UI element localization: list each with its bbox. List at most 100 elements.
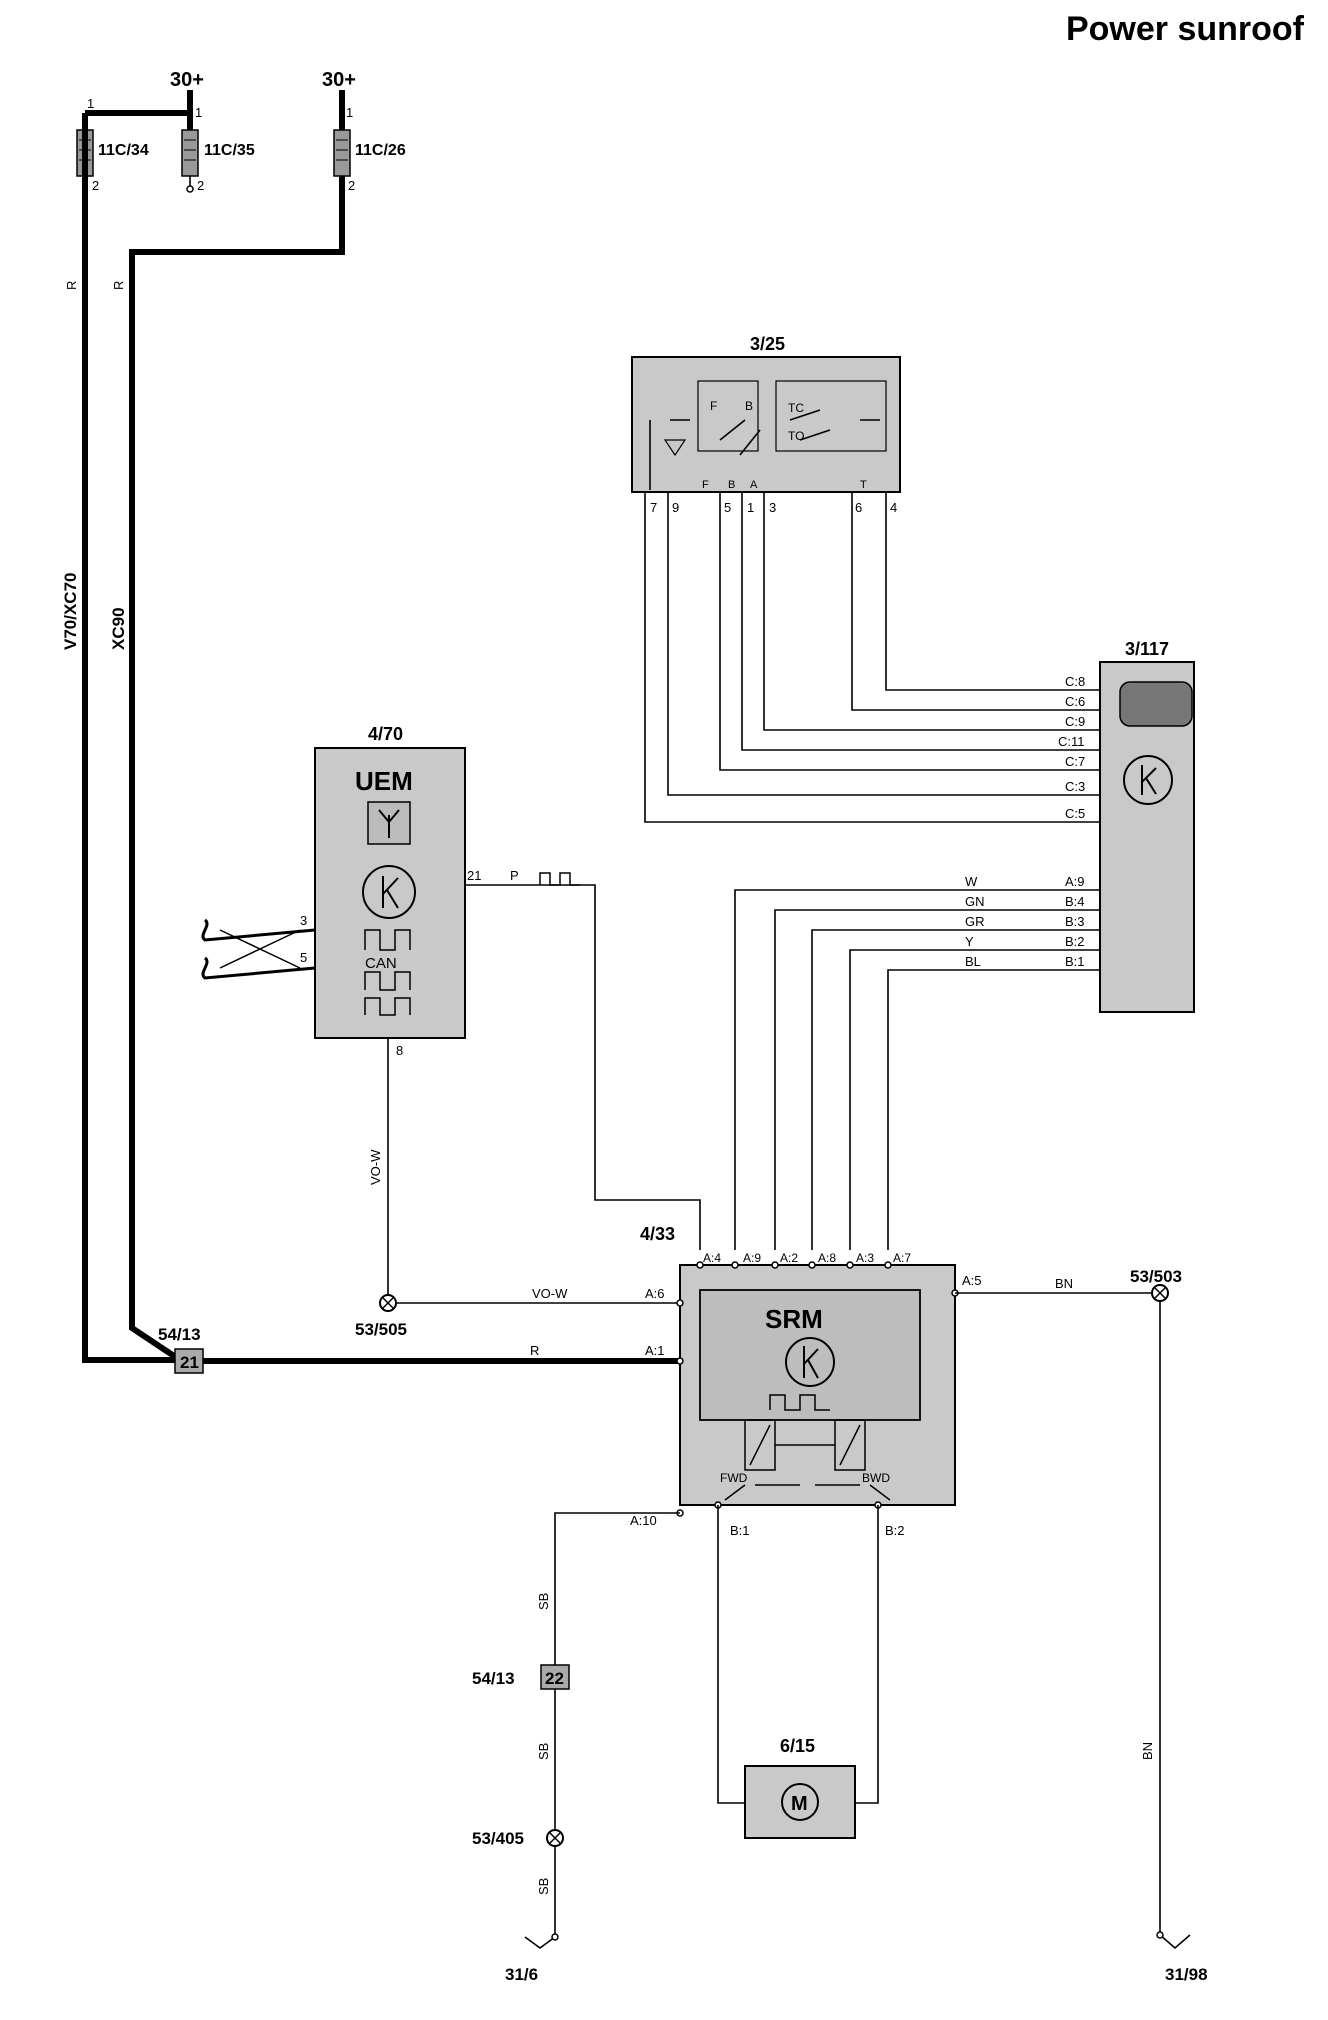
srm-pin: A:4 <box>703 1251 721 1265</box>
switch-3-25: 3/25 F B TC TO F B A T <box>631 334 901 493</box>
switch-terminal: B <box>728 479 735 491</box>
fuse-pin-bottom: 2 <box>348 178 355 193</box>
cem-pin: C:11 <box>1058 734 1085 749</box>
wire-switch-pin1-c11 <box>741 492 1100 751</box>
wire-switch-pin4-c8 <box>885 492 1100 691</box>
switch-terminal: F <box>702 479 709 491</box>
switch-inner-label: B <box>745 399 753 413</box>
uem-pin: 3 <box>300 913 307 928</box>
splice-label: 53/405 <box>472 1829 524 1848</box>
connector-label: 54/13 <box>472 1669 515 1688</box>
wire-color-label: VO-W <box>368 1149 383 1185</box>
uem-pin: 21 <box>467 868 481 883</box>
switch-pin: 9 <box>672 500 679 515</box>
srm-name: SRM <box>765 1304 823 1334</box>
srm-pin: A:6 <box>645 1286 665 1301</box>
srm-pin: A:8 <box>818 1251 836 1265</box>
supply-label-1: 30+ <box>170 69 204 91</box>
wire-switch-pin5-c7 <box>719 492 1100 771</box>
ground-label: 31/98 <box>1165 1965 1208 1984</box>
fuse-11c-26: 1 2 11C/26 <box>333 90 406 193</box>
wire-gr <box>811 929 1100 1250</box>
uem-name: UEM <box>355 766 413 796</box>
component-label: 3/25 <box>750 334 785 354</box>
fuse-label: 11C/35 <box>204 142 255 159</box>
srm-pin: A:10 <box>630 1513 657 1528</box>
switch-pin: 7 <box>650 500 657 515</box>
srm-pin: A:3 <box>856 1251 874 1265</box>
wire-color-label: SB <box>536 1593 551 1610</box>
ground-31-98: 31/98 <box>1156 1931 1208 1984</box>
srm-4-33: 4/33 SRM FWD BWD <box>640 1224 956 1506</box>
supply-label-2: 30+ <box>322 69 356 91</box>
wire-switch-pin7-c5 <box>644 492 1100 823</box>
variant-label-v70: V70/XC70 <box>61 573 80 651</box>
cem-pin: B:3 <box>1065 914 1085 929</box>
srm-bwd-label: BWD <box>862 1471 890 1485</box>
splice-53-405: 53/405 <box>472 1829 564 1848</box>
srm-pin: B:1 <box>730 1523 750 1538</box>
splice-label: 53/503 <box>1130 1267 1182 1286</box>
srm-pin: A:1 <box>645 1343 665 1358</box>
cem-pin: A:9 <box>1065 874 1085 889</box>
wire-y <box>849 949 1100 1250</box>
switch-terminal: T <box>860 479 867 491</box>
cem-3-117: 3/117 <box>1099 639 1195 1013</box>
srm-pin: A:7 <box>893 1251 911 1265</box>
switch-terminal: A <box>750 479 758 491</box>
wire-color-label: SB <box>536 1743 551 1760</box>
fuse-pin-top: 1 <box>195 105 202 120</box>
fuse-11c-34: 1 2 11C/34 <box>76 96 190 193</box>
motor-6-15: 6/15 M <box>744 1736 856 1839</box>
motor-symbol: M <box>791 1793 808 1815</box>
cem-pin: B:1 <box>1065 954 1085 969</box>
switch-inner-label: F <box>710 399 717 413</box>
wire-color-label: R <box>111 281 126 290</box>
wire-switch-pin3-c9 <box>763 492 1100 731</box>
switch-pin: 1 <box>747 500 754 515</box>
wire-motor-b2 <box>855 1505 879 1804</box>
wire-color-label: Y <box>965 934 974 949</box>
switch-pin: 4 <box>890 500 897 515</box>
connector-pin: 21 <box>180 1353 199 1372</box>
fuse-11c-35: 1 2 11C/35 <box>181 90 255 193</box>
fuse-pin-top: 1 <box>87 96 94 111</box>
wire-bl <box>887 969 1100 1250</box>
srm-pin: A:5 <box>962 1273 982 1288</box>
wire-v70-supply <box>82 113 180 1363</box>
uem-can-label: CAN <box>365 955 397 972</box>
wire-color-label: P <box>510 868 519 883</box>
wire-color-label: BN <box>1140 1742 1155 1760</box>
wire-color-label: R <box>530 1343 539 1358</box>
wire-gn <box>774 909 1100 1250</box>
ground-label: 31/6 <box>505 1965 538 1984</box>
wire-w <box>734 889 1100 1250</box>
wire-bn <box>955 1292 1161 1935</box>
uem-pin: 5 <box>300 950 307 965</box>
fuse-pin-top: 1 <box>346 105 353 120</box>
cem-pin: B:2 <box>1065 934 1085 949</box>
uem-pin: 8 <box>396 1043 403 1058</box>
splice-53-505: 53/505 <box>355 1294 407 1339</box>
switch-inner-label: TC <box>788 401 804 415</box>
wire-xc90-supply <box>129 176 345 1363</box>
component-label: 3/117 <box>1125 639 1169 659</box>
ground-31-6: 31/6 <box>505 1933 559 1984</box>
connector-54-13-22: 22 54/13 <box>472 1664 570 1690</box>
switch-pin: 3 <box>769 500 776 515</box>
switch-inner-label: TO <box>788 429 804 443</box>
wire-color-label: SB <box>536 1878 551 1895</box>
cem-pin: C:5 <box>1065 806 1085 821</box>
wire-switch-pin9-c3 <box>667 492 1100 796</box>
cem-pin: C:6 <box>1065 694 1085 709</box>
cem-pin: C:8 <box>1065 674 1085 689</box>
wire-color-label: BL <box>965 954 981 969</box>
wire-vo-w <box>387 1038 680 1304</box>
uem-4-70: 4/70 UEM CAN <box>314 724 466 1039</box>
diagram-title: Power sunroof <box>1065 10 1304 48</box>
connector-label: 54/13 <box>158 1325 201 1344</box>
wire-motor-b1 <box>717 1505 745 1804</box>
wire-color-label: BN <box>1055 1276 1073 1291</box>
fuse-label: 11C/26 <box>355 142 406 159</box>
